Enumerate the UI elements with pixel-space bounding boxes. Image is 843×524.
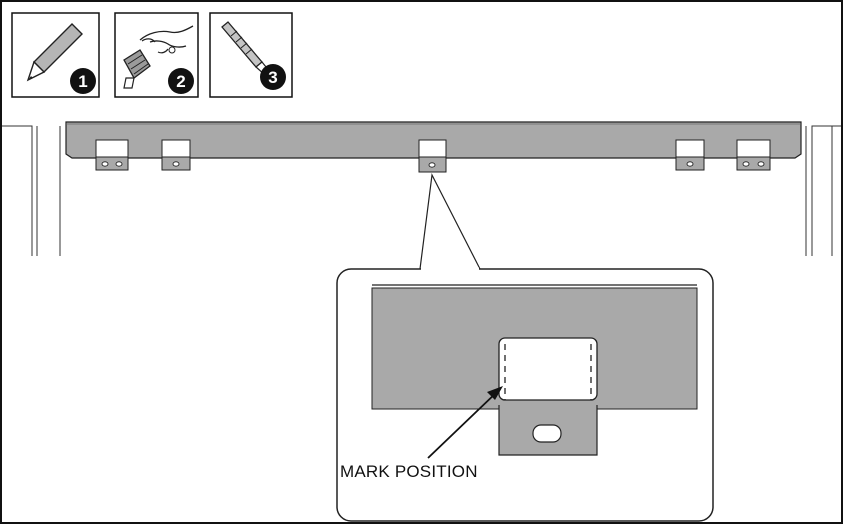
mounting-cutout bbox=[498, 337, 598, 401]
bracket-tab bbox=[736, 139, 771, 171]
zoom-callout bbox=[336, 172, 714, 522]
mark-position-label: MARK POSITION bbox=[340, 462, 478, 481]
tool-box-2: 2 bbox=[114, 12, 199, 98]
step-badge-2: 2 bbox=[168, 68, 194, 94]
step-number-1: 1 bbox=[78, 72, 87, 91]
step-number-3: 3 bbox=[268, 68, 277, 87]
left-wall-edge bbox=[2, 125, 61, 256]
tool-box-1: 1 bbox=[11, 12, 100, 98]
step-number-2: 2 bbox=[176, 72, 185, 91]
tool-box-3: 3 bbox=[209, 12, 293, 98]
right-wall-edge bbox=[805, 125, 841, 256]
hand-drill-icon bbox=[123, 25, 194, 89]
bracket-tab bbox=[675, 139, 705, 171]
mark-position-arrow bbox=[427, 386, 503, 459]
pencil-icon bbox=[26, 23, 83, 82]
mounting-bracket bbox=[65, 121, 802, 173]
bracket-tab bbox=[95, 139, 129, 171]
bracket-tab bbox=[161, 139, 191, 171]
zoomed-bracket bbox=[371, 284, 698, 456]
step-badge-1: 1 bbox=[70, 68, 96, 94]
bracket-tab-marked bbox=[418, 139, 447, 173]
step-badge-3: 3 bbox=[260, 64, 286, 90]
